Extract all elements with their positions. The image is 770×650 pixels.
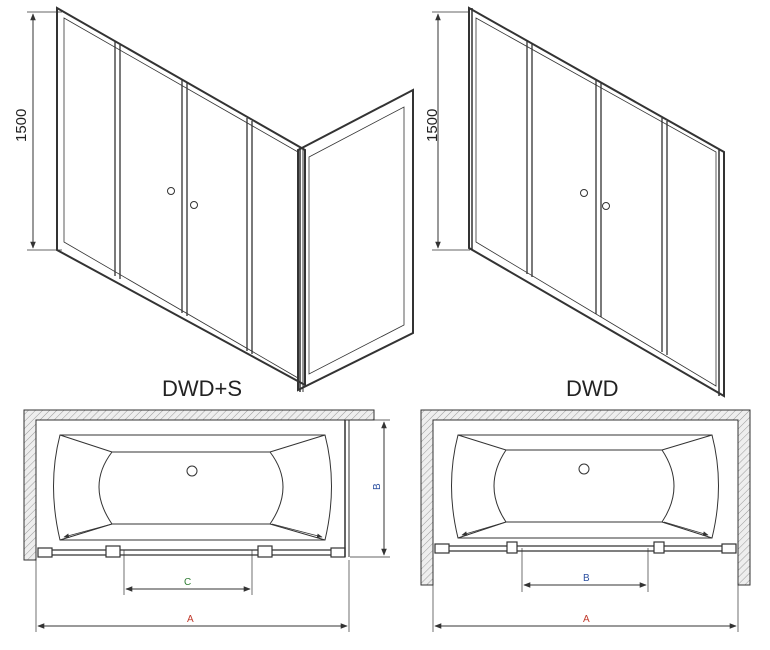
model-label-dwd: DWD [566,376,619,401]
handle-knob-left [167,187,175,195]
dim-b-right [521,548,649,592]
plan-walls-right [420,409,751,586]
dim-c-label: C [184,577,191,588]
height-dimension-right [432,11,470,251]
door-track-left [37,420,350,558]
side-panel-frame [297,88,414,392]
dim-a-left [35,560,350,632]
plan-dwd [420,409,751,632]
drain-icon-right [578,463,590,475]
dim-c-left [123,550,253,595]
perspective-dwd [432,6,725,398]
dim-b-label-right: B [583,573,590,584]
perspective-dwd-s [27,6,414,392]
front-panel-frame [56,6,306,387]
door-handles [167,187,198,209]
bathtub-left [53,434,332,541]
dim-b-left [350,419,390,558]
bathtub-right [451,434,719,539]
door-handles-dwd [580,189,610,210]
front-panel-frame-dwd [468,6,725,398]
handle-knob-left-dwd [580,189,588,197]
plan-walls-left [23,409,375,561]
height-label-left: 1500 [13,109,30,142]
dim-b-label-left: B [372,483,383,490]
plan-dwd-s [23,409,390,632]
door-dividers-dwd [526,40,668,355]
height-label-right: 1500 [424,109,441,142]
dim-a-right [432,585,739,632]
handle-knob-right-dwd [602,202,610,210]
drain-icon [186,465,198,477]
model-label-dwd-s: DWD+S [162,376,242,401]
door-dividers [114,42,253,354]
door-track-right [434,541,737,554]
dim-a-label-left: A [187,614,194,625]
handle-knob-right [190,201,198,209]
dim-a-label-right: A [583,614,590,625]
